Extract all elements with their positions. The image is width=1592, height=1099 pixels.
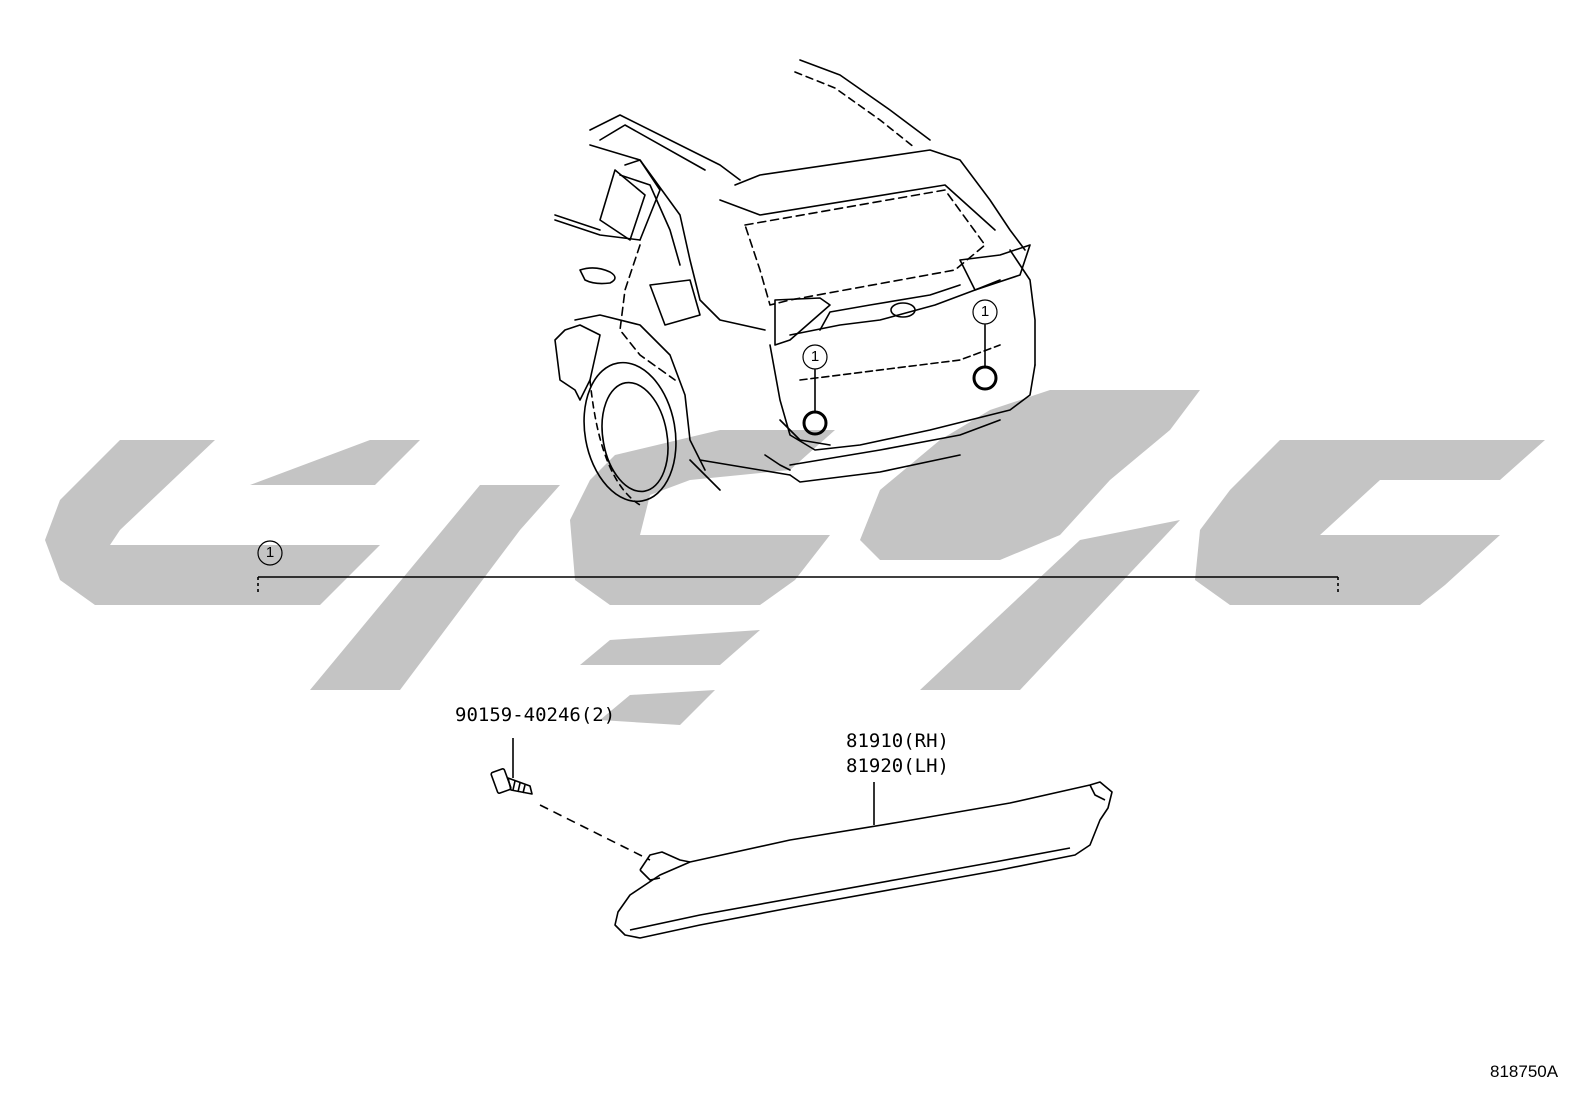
diagram-code: 818750A [1490,1062,1559,1081]
vehicle-rear-outline [554,59,1036,506]
reflector-rh-part-number: 81910(RH) [846,730,949,752]
ref-index-1-car-right: 1 [980,303,990,320]
ref-index-1-bracket: 1 [265,544,275,561]
bolt-icon [490,738,651,861]
logo-watermark [45,390,1545,725]
rear-reflector-part [614,781,1113,939]
reflector-lh-part-number: 81920(LH) [846,755,949,777]
reference-bracket [257,540,1339,593]
ref-index-1-car-left: 1 [810,348,820,365]
screw-part-number: 90159-40246(2) [455,704,616,726]
